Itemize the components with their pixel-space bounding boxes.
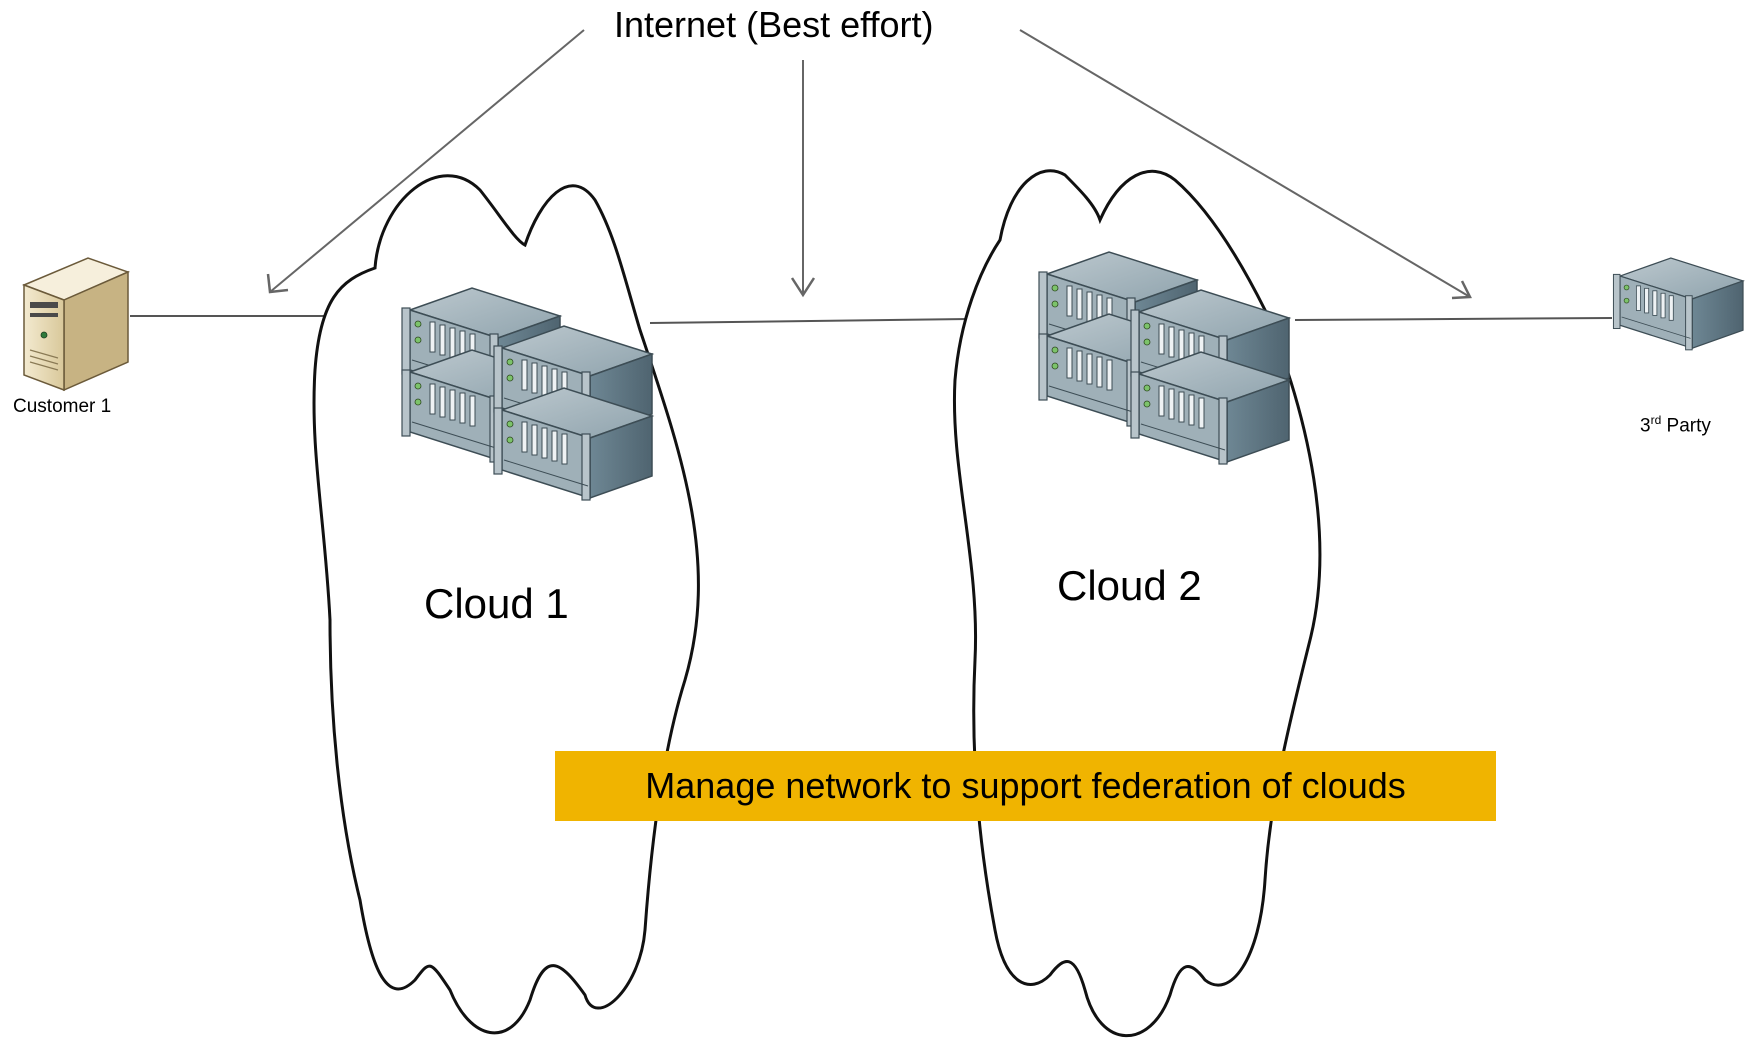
third-party-ordinal: rd — [1650, 413, 1662, 427]
internet-label: Internet (Best effort) — [614, 4, 934, 45]
federation-banner: Manage network to support federation of … — [555, 751, 1496, 821]
cloud-2-label: Cloud 2 — [1057, 562, 1202, 609]
link-cloud2-third-party — [1294, 317, 1613, 321]
arrowhead-right — [1451, 280, 1472, 300]
customer-desktop-icon — [21, 257, 131, 392]
third-party-server-icon — [1612, 257, 1744, 351]
third-party-number: 3 — [1640, 415, 1651, 437]
internet-arrow-left — [269, 29, 585, 293]
connection-lines — [130, 315, 1613, 324]
internet-arrows — [269, 29, 1471, 298]
cloud-1-label: Cloud 1 — [424, 580, 569, 627]
third-party-label: 3rd Party — [1640, 413, 1711, 437]
link-cloud1-cloud2 — [649, 318, 969, 324]
internet-arrow-right — [1019, 29, 1471, 298]
customer-label: Customer 1 — [13, 396, 112, 417]
arrowhead-left — [266, 273, 289, 294]
arrowhead-middle — [790, 277, 816, 298]
third-party-text: Party — [1661, 415, 1711, 437]
